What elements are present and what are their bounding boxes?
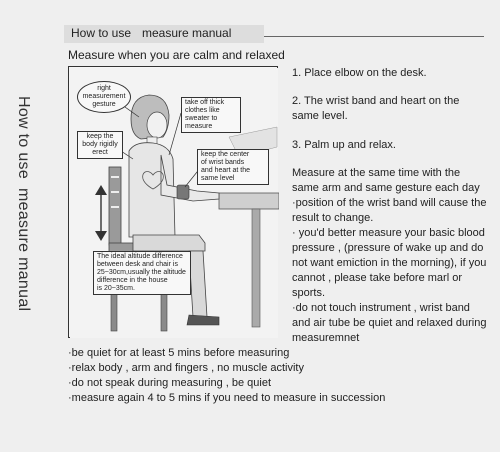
step-1: 1. Place elbow on the desk. (292, 67, 427, 79)
note-basic-pressure: · you'd better measure your basic blood … (292, 227, 487, 299)
callout-body-erect: keep the body rigidly erect (77, 131, 123, 159)
note-wrist-position: ·position of the wrist band will cause t… (292, 197, 487, 224)
header-how-to-use: How to use (71, 26, 132, 40)
heart-icon (142, 171, 164, 190)
bottom-note-3: ·do not speak during measuring , be quie… (68, 377, 272, 389)
person-face (146, 111, 168, 139)
step-2: 2. The wrist band and heart on the same … (292, 95, 460, 122)
wrist-band (176, 184, 190, 200)
person-arm (160, 154, 220, 202)
note-same-time: Measure at the same time with the same a… (292, 167, 480, 194)
posture-illustration: right measurement gesture take off thick… (68, 66, 279, 338)
callout-right-gesture: right measurement gesture (77, 81, 131, 113)
bottom-notes: ·be quiet for at least 5 mins before mea… (68, 346, 488, 406)
bottom-note-1: ·be quiet for at least 5 mins before mea… (68, 347, 290, 359)
instructions-column: 1. Place elbow on the desk. 2. The wrist… (292, 66, 488, 346)
vertical-title-measure-manual: measure manual (15, 188, 32, 312)
desk-top (218, 192, 279, 210)
person-thigh (132, 234, 206, 252)
callout-thick-clothes: take off thick clothes like sweater to m… (181, 97, 241, 133)
vertical-title: How to use measure manual (14, 96, 42, 336)
step-3: 3. Palm up and relax. (292, 139, 396, 151)
person-foot (186, 314, 220, 326)
arrow-down-icon (95, 231, 107, 241)
subtitle: Measure when you are calm and relaxed (68, 48, 285, 62)
arrow-up-icon (95, 185, 107, 195)
note-do-not-touch: ·do not touch instrument , wrist band an… (292, 302, 487, 344)
header-measure-manual: measure manual (142, 26, 232, 40)
vertical-title-how-to-use: How to use (15, 96, 32, 180)
section-header: How to use measure manual (64, 22, 484, 43)
bottom-note-2: ·relax body , arm and fingers , no muscl… (68, 362, 304, 374)
callout-wrist-heart-level: keep the center of wrist bands and heart… (197, 149, 269, 185)
desk-leg (251, 208, 261, 328)
bottom-note-4: ·measure again 4 to 5 mins if you need t… (68, 392, 386, 404)
header-label-box: How to use measure manual (64, 25, 264, 43)
callout-altitude-difference: The ideal altitude difference between de… (93, 251, 191, 295)
header-rule (264, 36, 484, 37)
